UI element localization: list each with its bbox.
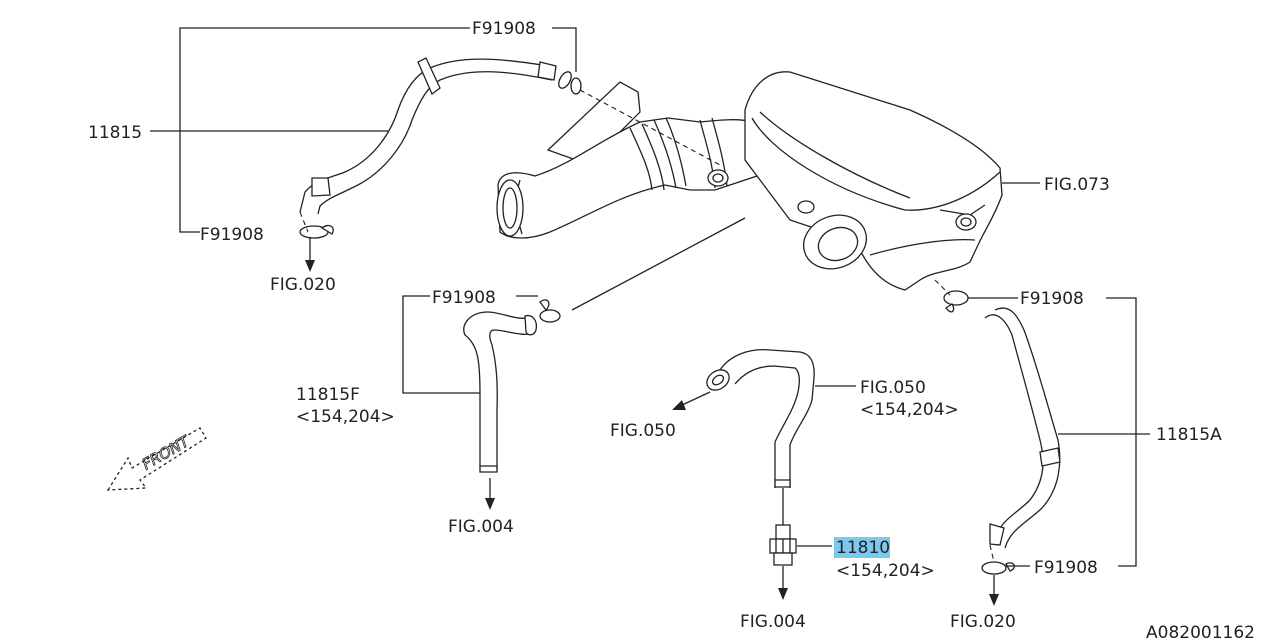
label-front: FRONT: [139, 431, 194, 473]
hose-11815a: [984, 307, 1061, 549]
hose-11815: [299, 57, 557, 215]
leader-lines: [150, 27, 1150, 567]
label-fig020-left[interactable]: FIG.020: [270, 275, 336, 295]
clip-right-top: [943, 290, 969, 313]
label-hose-11815f[interactable]: 11815F: [296, 385, 360, 405]
arrow-fig050-left: [672, 391, 711, 410]
label-fig004-bottom[interactable]: FIG.004: [740, 612, 806, 632]
pcv-valve-11810: [769, 488, 797, 566]
label-fig020-right[interactable]: FIG.020: [950, 612, 1016, 632]
arrow-fig004-bottom: [778, 566, 788, 600]
label-fig050-right-code: <154,204>: [860, 400, 959, 420]
label-fig050-left[interactable]: FIG.050: [610, 421, 676, 441]
label-valve-11810[interactable]: 11810: [836, 538, 890, 558]
arrow-fig004-left: [485, 478, 495, 510]
label-fig050-right[interactable]: FIG.050: [860, 378, 926, 398]
part-highlight: [834, 537, 890, 558]
hose-11815f: [463, 311, 538, 473]
label-clip-right-top[interactable]: F91908: [1020, 289, 1084, 309]
clip-top: [558, 71, 582, 95]
hose-center: [706, 349, 815, 488]
label-valve-11810-code: <154,204>: [836, 561, 935, 581]
label-fig073[interactable]: FIG.073: [1044, 175, 1110, 195]
label-diagram-code: A082001162: [1146, 623, 1255, 640]
label-hose-11815[interactable]: 11815: [88, 123, 142, 143]
air-intake-assembly: [496, 71, 1003, 291]
label-hose-11815a[interactable]: 11815A: [1156, 425, 1222, 445]
arrow-fig020-left: [305, 238, 315, 272]
label-clip-mid[interactable]: F91908: [432, 288, 496, 308]
label-clip-left[interactable]: F91908: [200, 225, 264, 245]
clip-mid: [539, 299, 561, 323]
label-clip-right-bottom[interactable]: F91908: [1034, 558, 1098, 578]
clip-left: [299, 224, 334, 239]
label-clip-top[interactable]: F91908: [472, 19, 536, 39]
label-hose-11815f-code: <154,204>: [296, 407, 395, 427]
label-fig004-left[interactable]: FIG.004: [448, 517, 514, 537]
arrow-fig020-right: [989, 575, 999, 606]
front-arrow-icon: [106, 427, 207, 491]
clip-right-bottom: [981, 561, 1015, 575]
